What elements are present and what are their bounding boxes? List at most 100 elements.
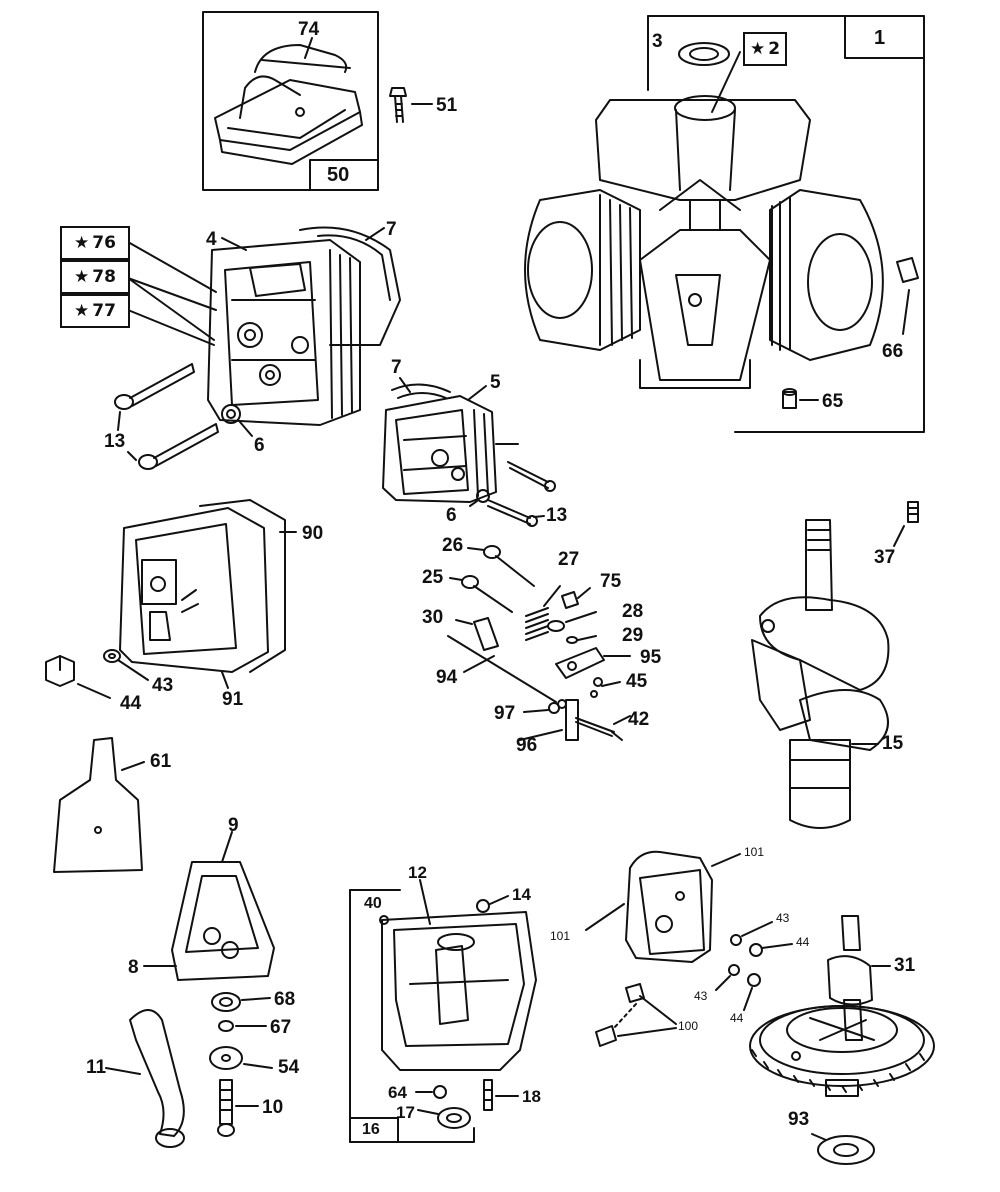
cylinder-head-5 [382,395,519,503]
part-number-13: 13 [546,505,568,526]
engine-block [524,42,884,389]
part-number-6: 6 [446,505,457,526]
part-number-100: 100 [678,1019,699,1033]
part-number-75: 75 [600,571,622,592]
part-number-51: 51 [436,95,458,116]
part-number-25: 25 [422,567,444,588]
washer-6a [221,404,253,437]
bolt-13b [127,423,219,470]
starred-part-76: ★76 [60,226,130,260]
leader-7a [365,227,385,241]
star-icon: ★ [749,39,766,59]
leader-5 [467,385,487,401]
part-number-30: 30 [422,607,444,628]
part-number-8: 8 [128,957,139,978]
part-number-94: 94 [436,667,458,688]
part-number-40: 40 [364,895,382,912]
part-number-10: 10 [262,1097,284,1118]
grommets-100 [595,983,677,1047]
part-number-43: 43 [694,989,708,1003]
oil-pan-8 [143,831,275,981]
part-number-68: 68 [274,989,296,1010]
pin-40 [379,915,389,925]
part-number-64: 64 [388,1083,407,1102]
plug-64 [415,1085,447,1099]
washer-54 [209,1046,273,1070]
part-number-96: 96 [516,735,538,756]
funnel-61 [53,737,145,873]
bolt-13a [114,363,195,431]
washer-93 [811,1133,875,1165]
bolt-13c [507,461,556,492]
plug-37 [893,501,919,547]
block-inset-box [647,15,925,433]
star-leaders [127,241,217,346]
part-number-50: 50 [327,164,350,186]
part-number-13: 13 [104,431,126,452]
part-number-9: 9 [228,815,239,836]
bolt-13d [487,499,545,527]
washer-6b [469,489,490,507]
part-number-14: 14 [512,885,531,904]
part-number-65: 65 [822,391,844,412]
plug-14 [476,895,509,913]
part-number-16: 16 [362,1121,380,1138]
part-number-18: 18 [522,1087,541,1106]
cap-75 [561,587,591,609]
starred-part-77: ★77 [60,294,130,328]
camshaft-31 [827,915,891,1041]
valve-cover-gasket-90 [199,499,297,673]
star-icon: ★ [74,233,90,253]
leader-74 [304,37,313,59]
part-number-3: 3 [652,31,663,52]
part-number-101: 101 [550,929,571,943]
part-number-43: 43 [776,911,790,925]
leader-7b [399,377,411,393]
part-number-74: 74 [298,19,320,40]
part-number-11: 11 [86,1057,107,1078]
part-number-17: 17 [396,1103,415,1122]
valve-26 [467,545,535,587]
part-number-5: 5 [490,372,501,393]
part-number-27: 27 [558,549,580,570]
part-number-12: 12 [408,863,427,882]
cam-gear-31 [749,1005,935,1097]
part-number-67: 67 [270,1017,292,1038]
star-icon: ★ [74,301,90,321]
retainer-28 [547,611,597,632]
rocker-95 [555,647,631,679]
key-29 [566,635,597,644]
seal-68 [211,992,271,1012]
hose-11 [105,1009,185,1148]
breather-inset-box [202,11,379,191]
part-number-44: 44 [120,693,142,714]
part-number-54: 54 [278,1057,300,1078]
crankcase-inset-box [349,889,475,1143]
part-number-28: 28 [622,601,644,622]
part-number-66: 66 [882,341,904,362]
part-number-37: 37 [874,547,896,568]
stud-97 [523,699,567,714]
dowel-66 [896,257,919,335]
dowel-65 [782,388,819,409]
leader-4 [221,237,247,251]
cylinder-head-4 [207,239,361,426]
part-number-95: 95 [640,647,662,668]
part-number-61: 61 [150,751,172,772]
starred-part-78: ★78 [60,260,130,294]
fasteners-43-44 [715,921,793,1011]
nut-44a [45,655,111,699]
part-number-26: 26 [442,535,464,556]
valve-cover-91 [119,507,269,673]
star-icon: ★ [74,267,90,287]
part-number-7: 7 [391,357,402,378]
leader-91 [221,671,229,689]
part-number-42: 42 [628,709,650,730]
part-number-97: 97 [494,703,516,724]
cam-gear-teeth [751,1049,925,1093]
part-number-44: 44 [796,935,810,949]
part-number-44: 44 [730,1011,744,1025]
nut-45 [590,677,621,698]
head-gasket-7b [391,383,451,399]
